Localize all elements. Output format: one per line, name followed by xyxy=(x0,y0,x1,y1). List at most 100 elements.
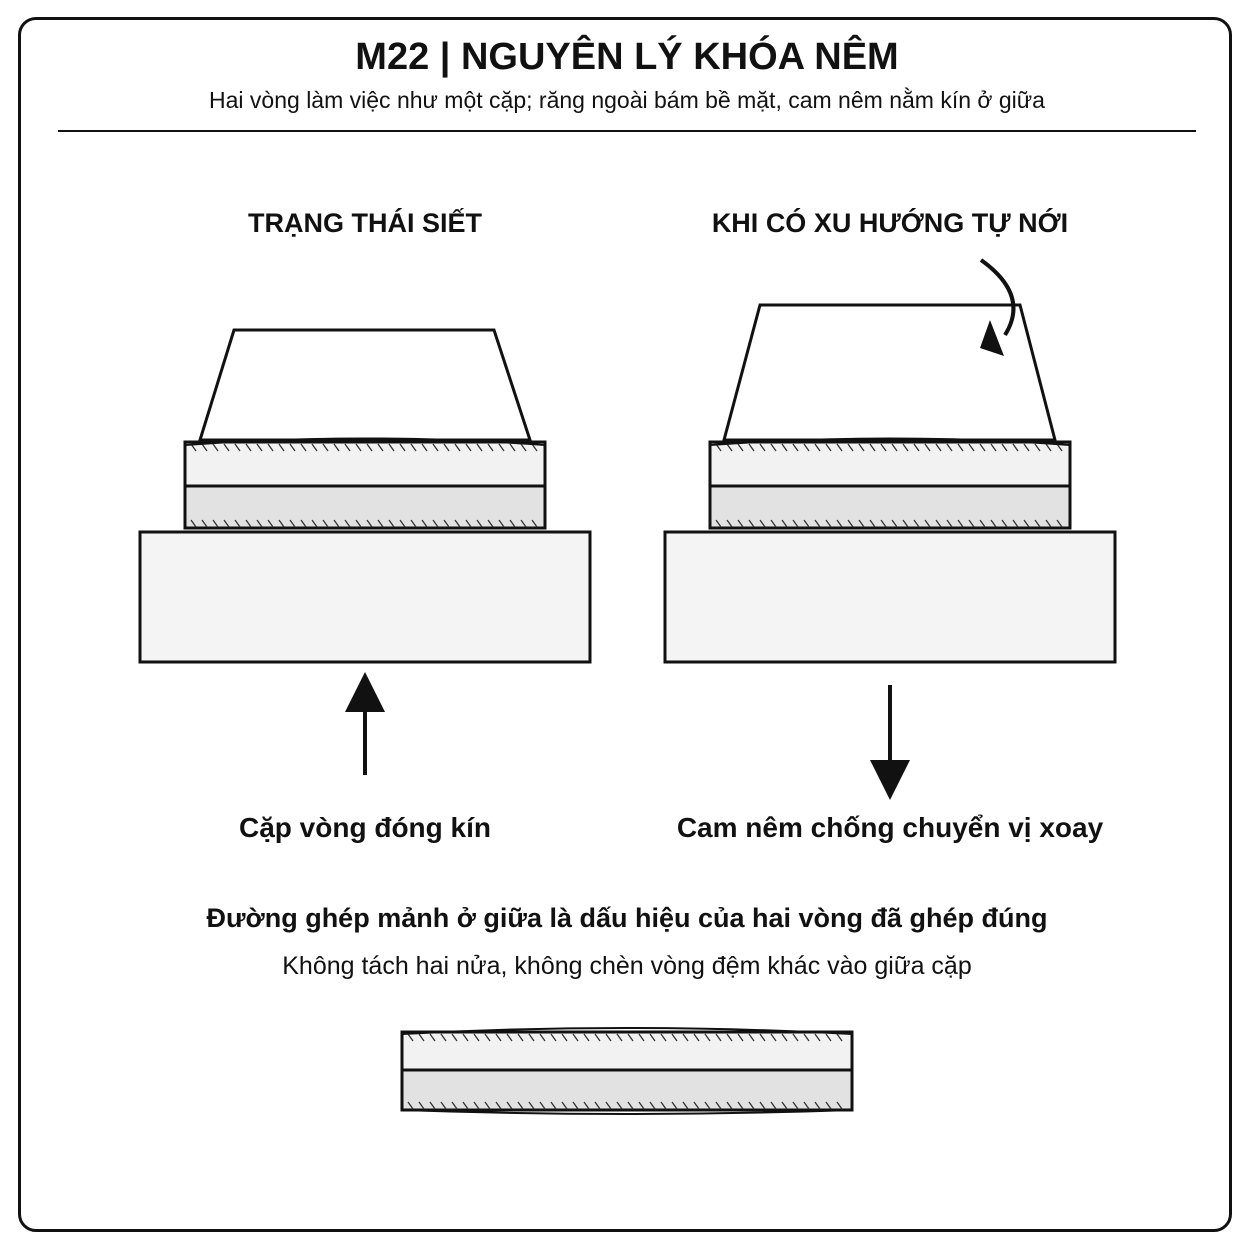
bottom-washer-pair xyxy=(400,1027,854,1115)
washer-tooth-bottom xyxy=(256,519,263,528)
washer-tooth-bottom xyxy=(476,519,483,528)
bottom-washer-top-curve xyxy=(401,1027,853,1035)
washer-tooth-bottom xyxy=(418,1101,425,1110)
washer-tooth-bottom xyxy=(627,1101,634,1110)
washer-tooth-bottom xyxy=(267,519,274,528)
washer-tooth-top xyxy=(638,1033,645,1042)
washer-tooth-bottom xyxy=(498,519,505,528)
washer-tooth-bottom xyxy=(333,519,340,528)
washer-tooth-top xyxy=(1001,443,1008,452)
washer-tooth-bottom xyxy=(366,519,373,528)
washer-tooth-bottom xyxy=(616,1101,623,1110)
washer-tooth-bottom xyxy=(355,519,362,528)
washer-tooth-top xyxy=(770,443,777,452)
washer-tooth-top xyxy=(267,443,274,452)
washer-tooth-bottom xyxy=(495,1101,502,1110)
washer-tooth-bottom xyxy=(759,1101,766,1110)
washer-tooth-bottom xyxy=(462,1101,469,1110)
washer-tooth-top xyxy=(454,443,461,452)
washer-tooth-top xyxy=(594,1033,601,1042)
washer-tooth-bottom xyxy=(407,1101,414,1110)
washer-tooth-bottom xyxy=(594,1101,601,1110)
washer-tooth-bottom xyxy=(715,1101,722,1110)
washer-tooth-bottom xyxy=(421,519,428,528)
washer-tooth-top xyxy=(388,443,395,452)
washer-tooth-bottom xyxy=(388,519,395,528)
washer-tooth-top xyxy=(440,1033,447,1042)
washer-tooth-top xyxy=(836,443,843,452)
washer-tooth-bottom xyxy=(858,519,865,528)
right-nut xyxy=(722,303,1057,442)
washer-tooth-bottom xyxy=(344,519,351,528)
footer-note: Đường ghép mảnh ở giữa là dấu hiệu của h… xyxy=(206,903,1048,933)
washer-tooth-bottom xyxy=(561,1101,568,1110)
washer-tooth-top xyxy=(748,443,755,452)
washer-tooth-top xyxy=(223,443,230,452)
washer-tooth-bottom xyxy=(803,1101,810,1110)
washer-tooth-bottom xyxy=(377,519,384,528)
washer-tooth-top xyxy=(682,1033,689,1042)
washer-tooth-bottom xyxy=(410,519,417,528)
washer-tooth-top xyxy=(410,443,417,452)
washer-tooth-bottom xyxy=(473,1101,480,1110)
washer-tooth-bottom xyxy=(726,519,733,528)
washer-tooth-bottom xyxy=(924,519,931,528)
washer-tooth-top xyxy=(693,1033,700,1042)
washer-tooth-bottom xyxy=(913,519,920,528)
washer-tooth-top xyxy=(935,443,942,452)
washer-tooth-bottom xyxy=(836,1101,843,1110)
washer-tooth-top xyxy=(476,443,483,452)
washer-tooth-top xyxy=(583,1033,590,1042)
washer-tooth-bottom xyxy=(1034,519,1041,528)
washer-tooth-top xyxy=(451,1033,458,1042)
washer-tooth-top xyxy=(572,1033,579,1042)
washer-tooth-top xyxy=(465,443,472,452)
washer-tooth-bottom xyxy=(454,519,461,528)
washer-tooth-top xyxy=(979,443,986,452)
washer-tooth-bottom xyxy=(693,1101,700,1110)
washer-tooth-top xyxy=(990,443,997,452)
washer-tooth-top xyxy=(803,443,810,452)
washer-tooth-top xyxy=(407,1033,414,1042)
washer-tooth-bottom xyxy=(531,519,538,528)
washer-tooth-top xyxy=(550,1033,557,1042)
washer-tooth-bottom xyxy=(201,519,208,528)
washer-tooth-bottom xyxy=(979,519,986,528)
washer-tooth-bottom xyxy=(322,519,329,528)
washer-tooth-bottom xyxy=(847,519,854,528)
right-panel-caption: Cam nêm chống chuyển vị xoay xyxy=(676,812,1104,843)
washer-tooth-top xyxy=(495,1033,502,1042)
washer-tooth-top xyxy=(245,443,252,452)
washer-tooth-bottom xyxy=(880,519,887,528)
washer-tooth-top xyxy=(473,1033,480,1042)
washer-tooth-top xyxy=(814,443,821,452)
washer-tooth-top xyxy=(825,1033,832,1042)
washer-tooth-top xyxy=(616,1033,623,1042)
right-washer-top-curve xyxy=(709,437,1071,446)
washer-tooth-top xyxy=(377,443,384,452)
left-washer-pair xyxy=(183,437,547,530)
washer-tooth-top xyxy=(715,1033,722,1042)
footer-subnote: Không tách hai nửa, không chèn vòng đệm … xyxy=(282,952,972,980)
washer-tooth-bottom xyxy=(289,519,296,528)
washer-tooth-top xyxy=(322,443,329,452)
washer-tooth-bottom xyxy=(968,519,975,528)
right-assembly xyxy=(663,258,1117,800)
washer-tooth-top xyxy=(462,1033,469,1042)
washer-tooth-bottom xyxy=(803,519,810,528)
rotation-arrow-icon xyxy=(979,258,1016,337)
washer-tooth-bottom xyxy=(957,519,964,528)
washer-tooth-bottom xyxy=(781,519,788,528)
washer-tooth-top xyxy=(333,443,340,452)
washer-tooth-top xyxy=(671,1033,678,1042)
washer-tooth-bottom xyxy=(509,519,516,528)
washer-tooth-top xyxy=(429,1033,436,1042)
washer-tooth-top xyxy=(924,443,931,452)
washer-tooth-bottom xyxy=(704,1101,711,1110)
washer-tooth-top xyxy=(311,443,318,452)
washer-tooth-bottom xyxy=(399,519,406,528)
left-nut xyxy=(197,328,533,442)
washer-tooth-bottom xyxy=(484,1101,491,1110)
washer-tooth-top xyxy=(498,443,505,452)
